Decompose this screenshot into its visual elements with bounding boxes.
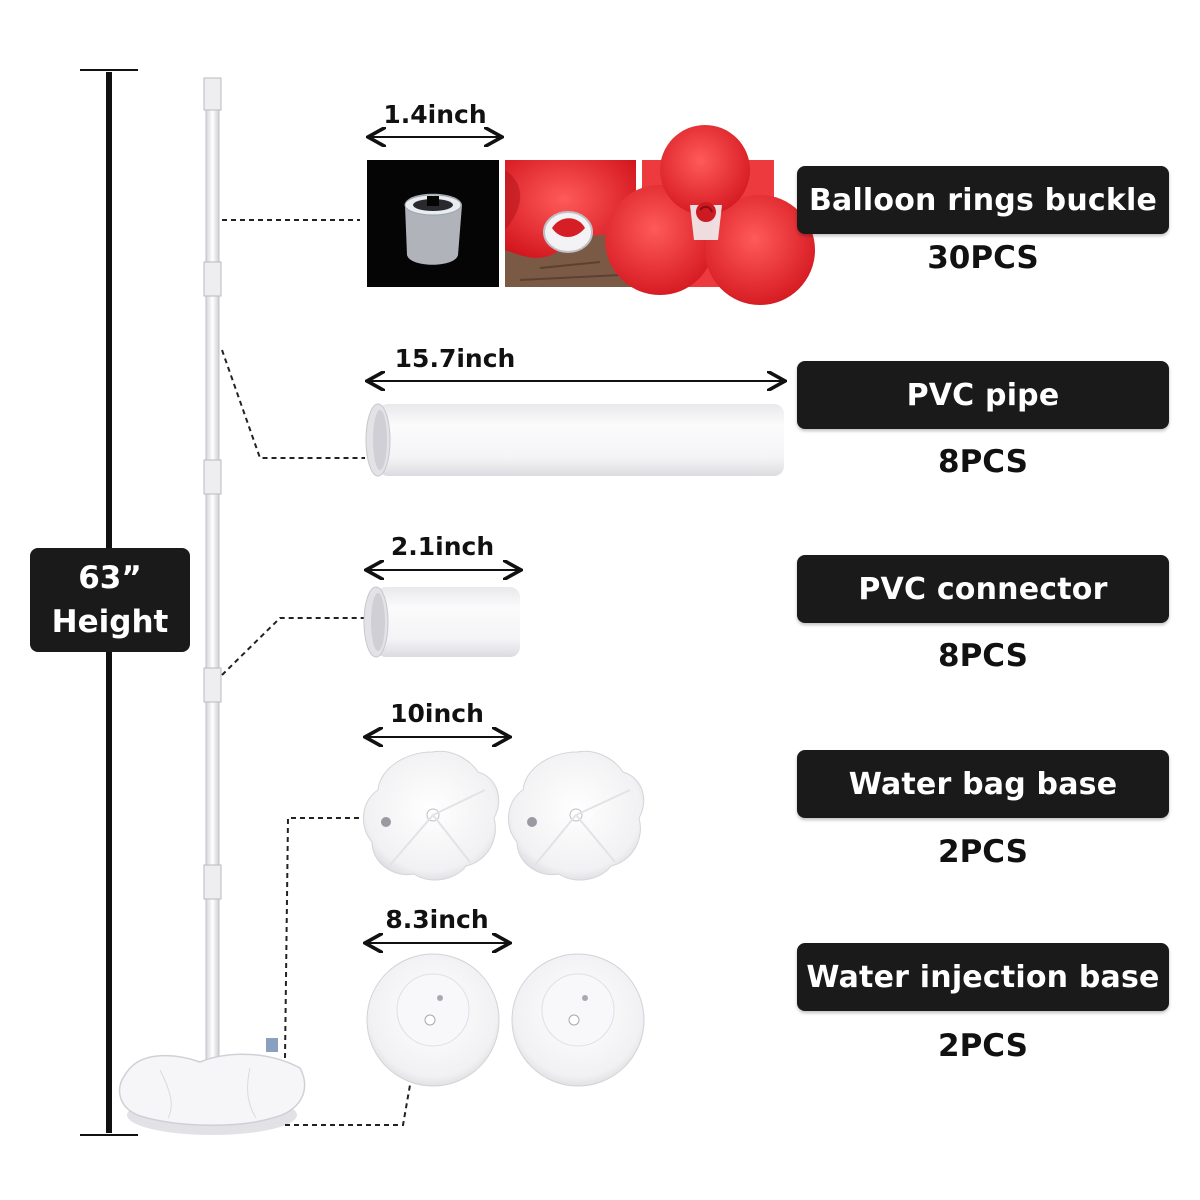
dimension-label-rings: 1.4inch bbox=[383, 100, 487, 129]
water-bag-base-image-2 bbox=[507, 750, 645, 881]
dimension-label-pipe: 15.7inch bbox=[394, 344, 516, 373]
label-pvc-pipe: PVC pipe bbox=[797, 361, 1169, 429]
water-injection-base-image-1 bbox=[366, 953, 500, 1087]
label-pvc-connector: PVC connector bbox=[797, 555, 1169, 623]
leader-lines bbox=[221, 219, 411, 1126]
qty-pvc-pipe: 8PCS bbox=[938, 444, 1028, 480]
qty-pvc-connector: 8PCS bbox=[938, 638, 1028, 674]
dimension-arrows bbox=[367, 137, 783, 943]
balloon-ring-photo-1 bbox=[367, 160, 499, 287]
pvc-connector-image bbox=[363, 586, 520, 658]
qty-water-injection-base: 2PCS bbox=[938, 1028, 1028, 1064]
assembled-base bbox=[118, 1038, 306, 1135]
balloon-ring-photo-3 bbox=[605, 125, 815, 305]
height-word: Height bbox=[51, 604, 169, 640]
assembled-pole bbox=[203, 77, 222, 1081]
height-value: 63” bbox=[78, 560, 142, 596]
water-injection-base-image-2 bbox=[511, 953, 645, 1087]
height-label: 63” Height bbox=[30, 548, 190, 652]
label-balloon-rings: Balloon rings buckle bbox=[797, 166, 1169, 234]
label-water-injection-base: Water injection base bbox=[797, 943, 1169, 1011]
dimension-label-water-bag: 10inch bbox=[390, 699, 484, 728]
pvc-pipe-image bbox=[365, 403, 784, 477]
label-water-bag-base: Water bag base bbox=[797, 750, 1169, 818]
height-dimension-line bbox=[80, 69, 138, 1136]
qty-balloon-rings: 30PCS bbox=[927, 240, 1039, 276]
water-bag-base-image-1 bbox=[362, 750, 500, 881]
dimension-label-connector: 2.1inch bbox=[390, 532, 495, 561]
dimension-label-injection: 8.3inch bbox=[385, 905, 489, 934]
qty-water-bag-base: 2PCS bbox=[938, 834, 1028, 870]
